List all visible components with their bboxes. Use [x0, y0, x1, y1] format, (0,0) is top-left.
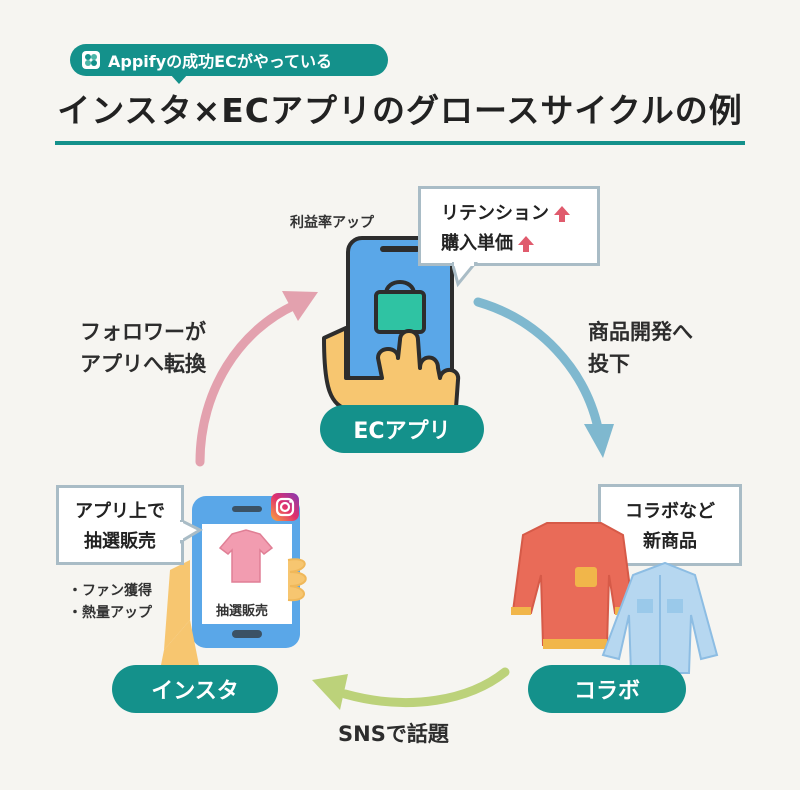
insta-bubble-line-1: アプリ上で	[75, 501, 165, 522]
insta-screen-label: 抽選販売	[216, 604, 269, 619]
arrow-text-to-insta: SNSで話題	[338, 722, 449, 746]
source-badge: Appifyの成功ECがやっている	[70, 44, 388, 76]
arrow-to-ec-app	[195, 300, 300, 467]
order-value-text: 購入単価	[441, 233, 513, 254]
ec-app-phone-illustration	[322, 236, 461, 412]
collab-bubble-line-2: 新商品	[643, 531, 697, 552]
arrow-text-line-2: アプリへ転換	[80, 352, 206, 376]
insta-phone-illustration	[160, 496, 307, 670]
ec-app-bubble: リテンション 購入単価	[418, 186, 600, 266]
shirt-icon	[218, 529, 274, 583]
arrow-text-to-collab: 商品開発へ 投下	[588, 316, 693, 380]
insta-bubble-line-2: 抽選販売	[84, 531, 156, 552]
arrow-to-insta	[340, 667, 510, 707]
arrow-text-to-ec-app: フォロワーが アプリへ転換	[80, 316, 206, 380]
insta-bullets: ・ファン獲得 ・熱量アップ	[68, 580, 152, 624]
ec-app-label: ECアプリ	[320, 405, 484, 453]
badge-tail	[170, 74, 188, 84]
jacket-icon	[601, 561, 719, 674]
bullet-engagement: ・熱量アップ	[68, 605, 152, 621]
arrow-text-line-1: フォロワーが	[80, 320, 206, 344]
appify-logo-icon	[82, 51, 100, 69]
page-title: インスタ×ECアプリのグロースサイクルの例	[57, 91, 743, 130]
ec-app-note: 利益率アップ	[290, 215, 374, 231]
arrow-text-line-1: 商品開発へ	[588, 320, 693, 344]
arrow-to-insta-head	[312, 674, 348, 710]
insta-bubble: アプリ上で 抽選販売	[56, 485, 184, 565]
badge-text: Appifyの成功ECがやっている	[108, 52, 333, 71]
shopping-bag-icon	[374, 280, 426, 334]
arrow-text-line-2: 投下	[588, 352, 630, 376]
arrow-to-collab-head	[584, 424, 614, 458]
up-arrow-icon	[554, 206, 570, 222]
collab-label: コラボ	[528, 665, 686, 713]
sweater-icon	[511, 522, 635, 649]
retention-text: リテンション	[441, 203, 549, 224]
insta-bubble-tail	[180, 520, 204, 544]
up-arrow-icon	[518, 236, 534, 252]
title-underline	[55, 141, 745, 145]
arrow-to-ec-app-head	[282, 291, 318, 321]
collab-bubble-line-1: コラボなど	[625, 501, 715, 522]
insta-label: インスタ	[112, 665, 278, 713]
arrow-to-collab	[473, 297, 603, 433]
ec-app-bubble-tail	[452, 262, 478, 288]
instagram-icon	[271, 493, 299, 521]
bullet-fans: ・ファン獲得	[68, 583, 152, 599]
clothes-illustration	[511, 522, 719, 674]
